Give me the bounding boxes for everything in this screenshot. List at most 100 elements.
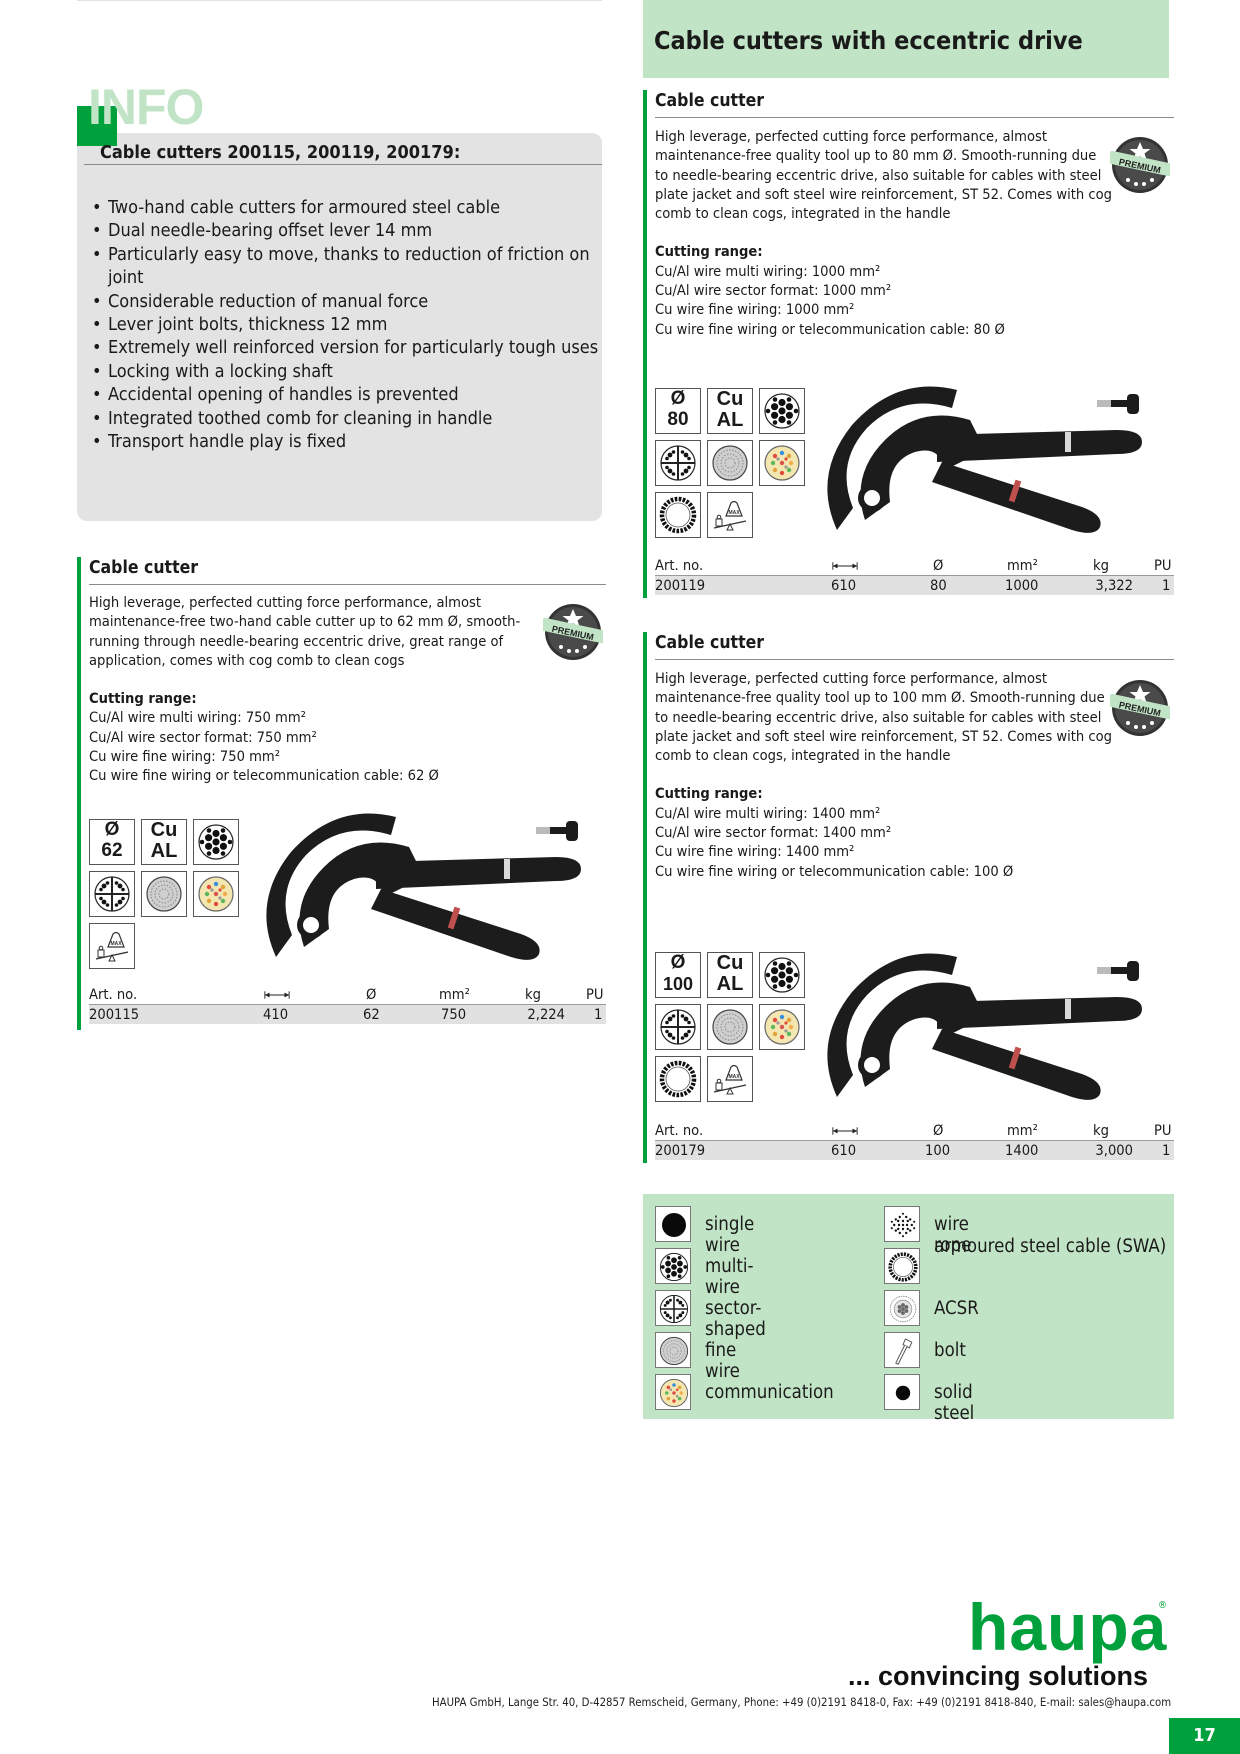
desc-line: maintenance-free quality tool up to 100 … — [655, 689, 1105, 707]
spec-header-row: Art. no. Ø mm² kg PU — [655, 1122, 1174, 1141]
product-title-divider — [655, 117, 1174, 118]
cutting-range-line: Cu wire fine wiring or telecommunication… — [89, 767, 439, 785]
acsr-icon — [884, 1290, 920, 1326]
sector-shaped-icon — [655, 440, 701, 486]
section-header — [643, 0, 1169, 78]
cutting-range-line: Cu wire fine wiring: 750 mm² — [89, 748, 280, 766]
premium-badge-icon: PREMIUM — [1110, 678, 1170, 738]
info-bullet: Integrated toothed comb for cleaning in … — [90, 407, 600, 431]
desc-line: maintenance-free quality tool up to 80 m… — [655, 147, 1097, 165]
spec-data-row: 200179 610 100 1400 3,000 1 — [655, 1141, 1174, 1160]
spec-header-row: Art. no. Ø mm² kg PU — [655, 557, 1174, 576]
cutting-range-line: Cu/Al wire sector format: 1000 mm² — [655, 282, 892, 300]
cutting-range-line: Cu wire fine wiring or telecommunication… — [655, 862, 1014, 880]
communication-icon — [759, 1004, 805, 1050]
fine-wire-icon — [141, 871, 187, 917]
cu-al-icon: Cu AL — [707, 388, 753, 434]
desc-line: plate jacket and soft steel wire reinfor… — [655, 727, 1112, 745]
product-title: Cable cutter — [655, 91, 765, 111]
premium-badge-icon: PREMIUM — [1110, 135, 1170, 195]
multi-wire-icon — [655, 1248, 691, 1284]
info-bullet: Considerable reduction of manual force — [90, 290, 600, 314]
spec-data-row: 200115 410 62 750 2,224 1 — [89, 1005, 606, 1024]
length-icon — [263, 990, 291, 1000]
info-bullet-list: Two-hand cable cutters for armoured stee… — [90, 196, 600, 454]
cutting-range-line: Cu/Al wire multi wiring: 1000 mm² — [655, 262, 881, 280]
multi-wire-icon — [759, 952, 805, 998]
multi-wire-icon — [193, 819, 239, 865]
product-description: High leverage, perfected cutting force p… — [655, 127, 1112, 339]
desc-line: to needle-bearing eccentric drive, also … — [655, 166, 1102, 184]
product-title: Cable cutter — [89, 558, 199, 578]
product-title-divider — [89, 584, 606, 585]
product-title-divider — [655, 659, 1174, 660]
cutting-range-line: Cu/Al wire sector format: 1400 mm² — [655, 824, 892, 842]
communication-icon — [655, 1374, 691, 1410]
info-bullet: Locking with a locking shaft — [90, 360, 600, 384]
cutting-range-title: Cutting range: — [89, 690, 197, 708]
section-title: Cable cutters with eccentric drive — [654, 26, 1083, 55]
product-200179: Cable cutter High leverage, perfected cu… — [643, 632, 1174, 1163]
max-weight-icon — [89, 923, 135, 969]
length-icon — [831, 561, 859, 571]
length-icon — [831, 1126, 859, 1136]
spec-data-row: 200119 610 80 1000 3,322 1 — [655, 576, 1174, 595]
product-200119: Cable cutter High leverage, perfected cu… — [643, 90, 1174, 598]
cutting-range-line: Cu wire fine wiring: 1400 mm² — [655, 843, 855, 861]
cutting-range-line: Cu/Al wire multi wiring: 750 mm² — [89, 709, 306, 727]
info-bullet: Dual needle-bearing offset lever 14 mm — [90, 219, 600, 243]
armoured-cable-icon — [655, 492, 701, 538]
desc-line: application, comes with cog comb to clea… — [89, 651, 405, 669]
desc-line: High leverage, perfected cutting force p… — [655, 670, 1047, 687]
armoured-cable-icon — [655, 1056, 701, 1102]
product-description: High leverage, perfected cutting force p… — [655, 669, 1112, 881]
desc-line: maintenance-free two-hand cable cutter u… — [89, 613, 521, 631]
info-bullet: Two-hand cable cutters for armoured stee… — [90, 196, 600, 220]
max-weight-icon — [707, 1056, 753, 1102]
cutting-range-line: Cu/Al wire multi wiring: 1400 mm² — [655, 804, 881, 822]
sector-shaped-icon — [89, 871, 135, 917]
cutting-range-line: Cu wire fine wiring: 1000 mm² — [655, 301, 855, 319]
cable-cutter-image — [246, 807, 606, 967]
diameter-badge-icon: Ø 62 — [89, 819, 135, 865]
page-number: 17 — [1169, 1718, 1240, 1754]
desc-line: running through needle-bearing eccentric… — [89, 632, 504, 650]
spec-header-row: Art. no. Ø mm² kg PU — [89, 986, 606, 1005]
haupa-logo: haupa — [968, 1590, 1168, 1664]
cu-al-icon: Cu AL — [141, 819, 187, 865]
info-subtitle: Cable cutters 200115, 200119, 200179: — [100, 142, 461, 163]
info-bullet: Accidental opening of handles is prevent… — [90, 383, 600, 407]
info-bullet: Lever joint bolts, thickness 12 mm — [90, 313, 600, 337]
company-address: HAUPA GmbH, Lange Str. 40, D-42857 Remsc… — [432, 1696, 1172, 1709]
single-wire-icon — [655, 1206, 691, 1242]
communication-icon — [193, 871, 239, 917]
info-accent-square — [77, 106, 117, 146]
fine-wire-icon — [707, 440, 753, 486]
product-description: High leverage, perfected cutting force p… — [89, 593, 520, 786]
fine-wire-icon — [707, 1004, 753, 1050]
armoured-cable-icon — [884, 1248, 920, 1284]
diameter-badge-icon: Ø 100 — [655, 952, 701, 998]
desc-line: to needle-bearing eccentric drive, also … — [655, 708, 1102, 726]
desc-line: comb to clean cogs, integrated in the ha… — [655, 205, 951, 223]
slogan: ... convincing solutions — [848, 1661, 1149, 1691]
info-bullet: Transport handle play is fixed — [90, 430, 600, 454]
bolt-icon — [884, 1332, 920, 1368]
cutting-range-title: Cutting range: — [655, 785, 763, 803]
product-200115: Cable cutter High leverage, perfected cu… — [77, 557, 606, 1030]
desc-line: High leverage, perfected cutting force p… — [89, 594, 481, 611]
multi-wire-icon — [759, 388, 805, 434]
sector-shaped-icon — [655, 1290, 691, 1326]
max-weight-icon — [707, 492, 753, 538]
communication-icon — [759, 440, 805, 486]
premium-badge-icon: PREMIUM — [543, 602, 603, 662]
registered-mark: ® — [1158, 1600, 1167, 1611]
cable-cutter-image — [807, 947, 1167, 1107]
cable-cutter-image — [807, 380, 1167, 540]
cu-al-icon: Cu AL — [707, 952, 753, 998]
info-bullet: Extremely well reinforced version for pa… — [90, 336, 600, 360]
diameter-badge-icon: Ø 80 — [655, 388, 701, 434]
cutting-range-line: Cu/Al wire sector format: 750 mm² — [89, 728, 317, 746]
desc-line: plate jacket and soft steel wire reinfor… — [655, 185, 1112, 203]
top-divider — [77, 0, 602, 1]
